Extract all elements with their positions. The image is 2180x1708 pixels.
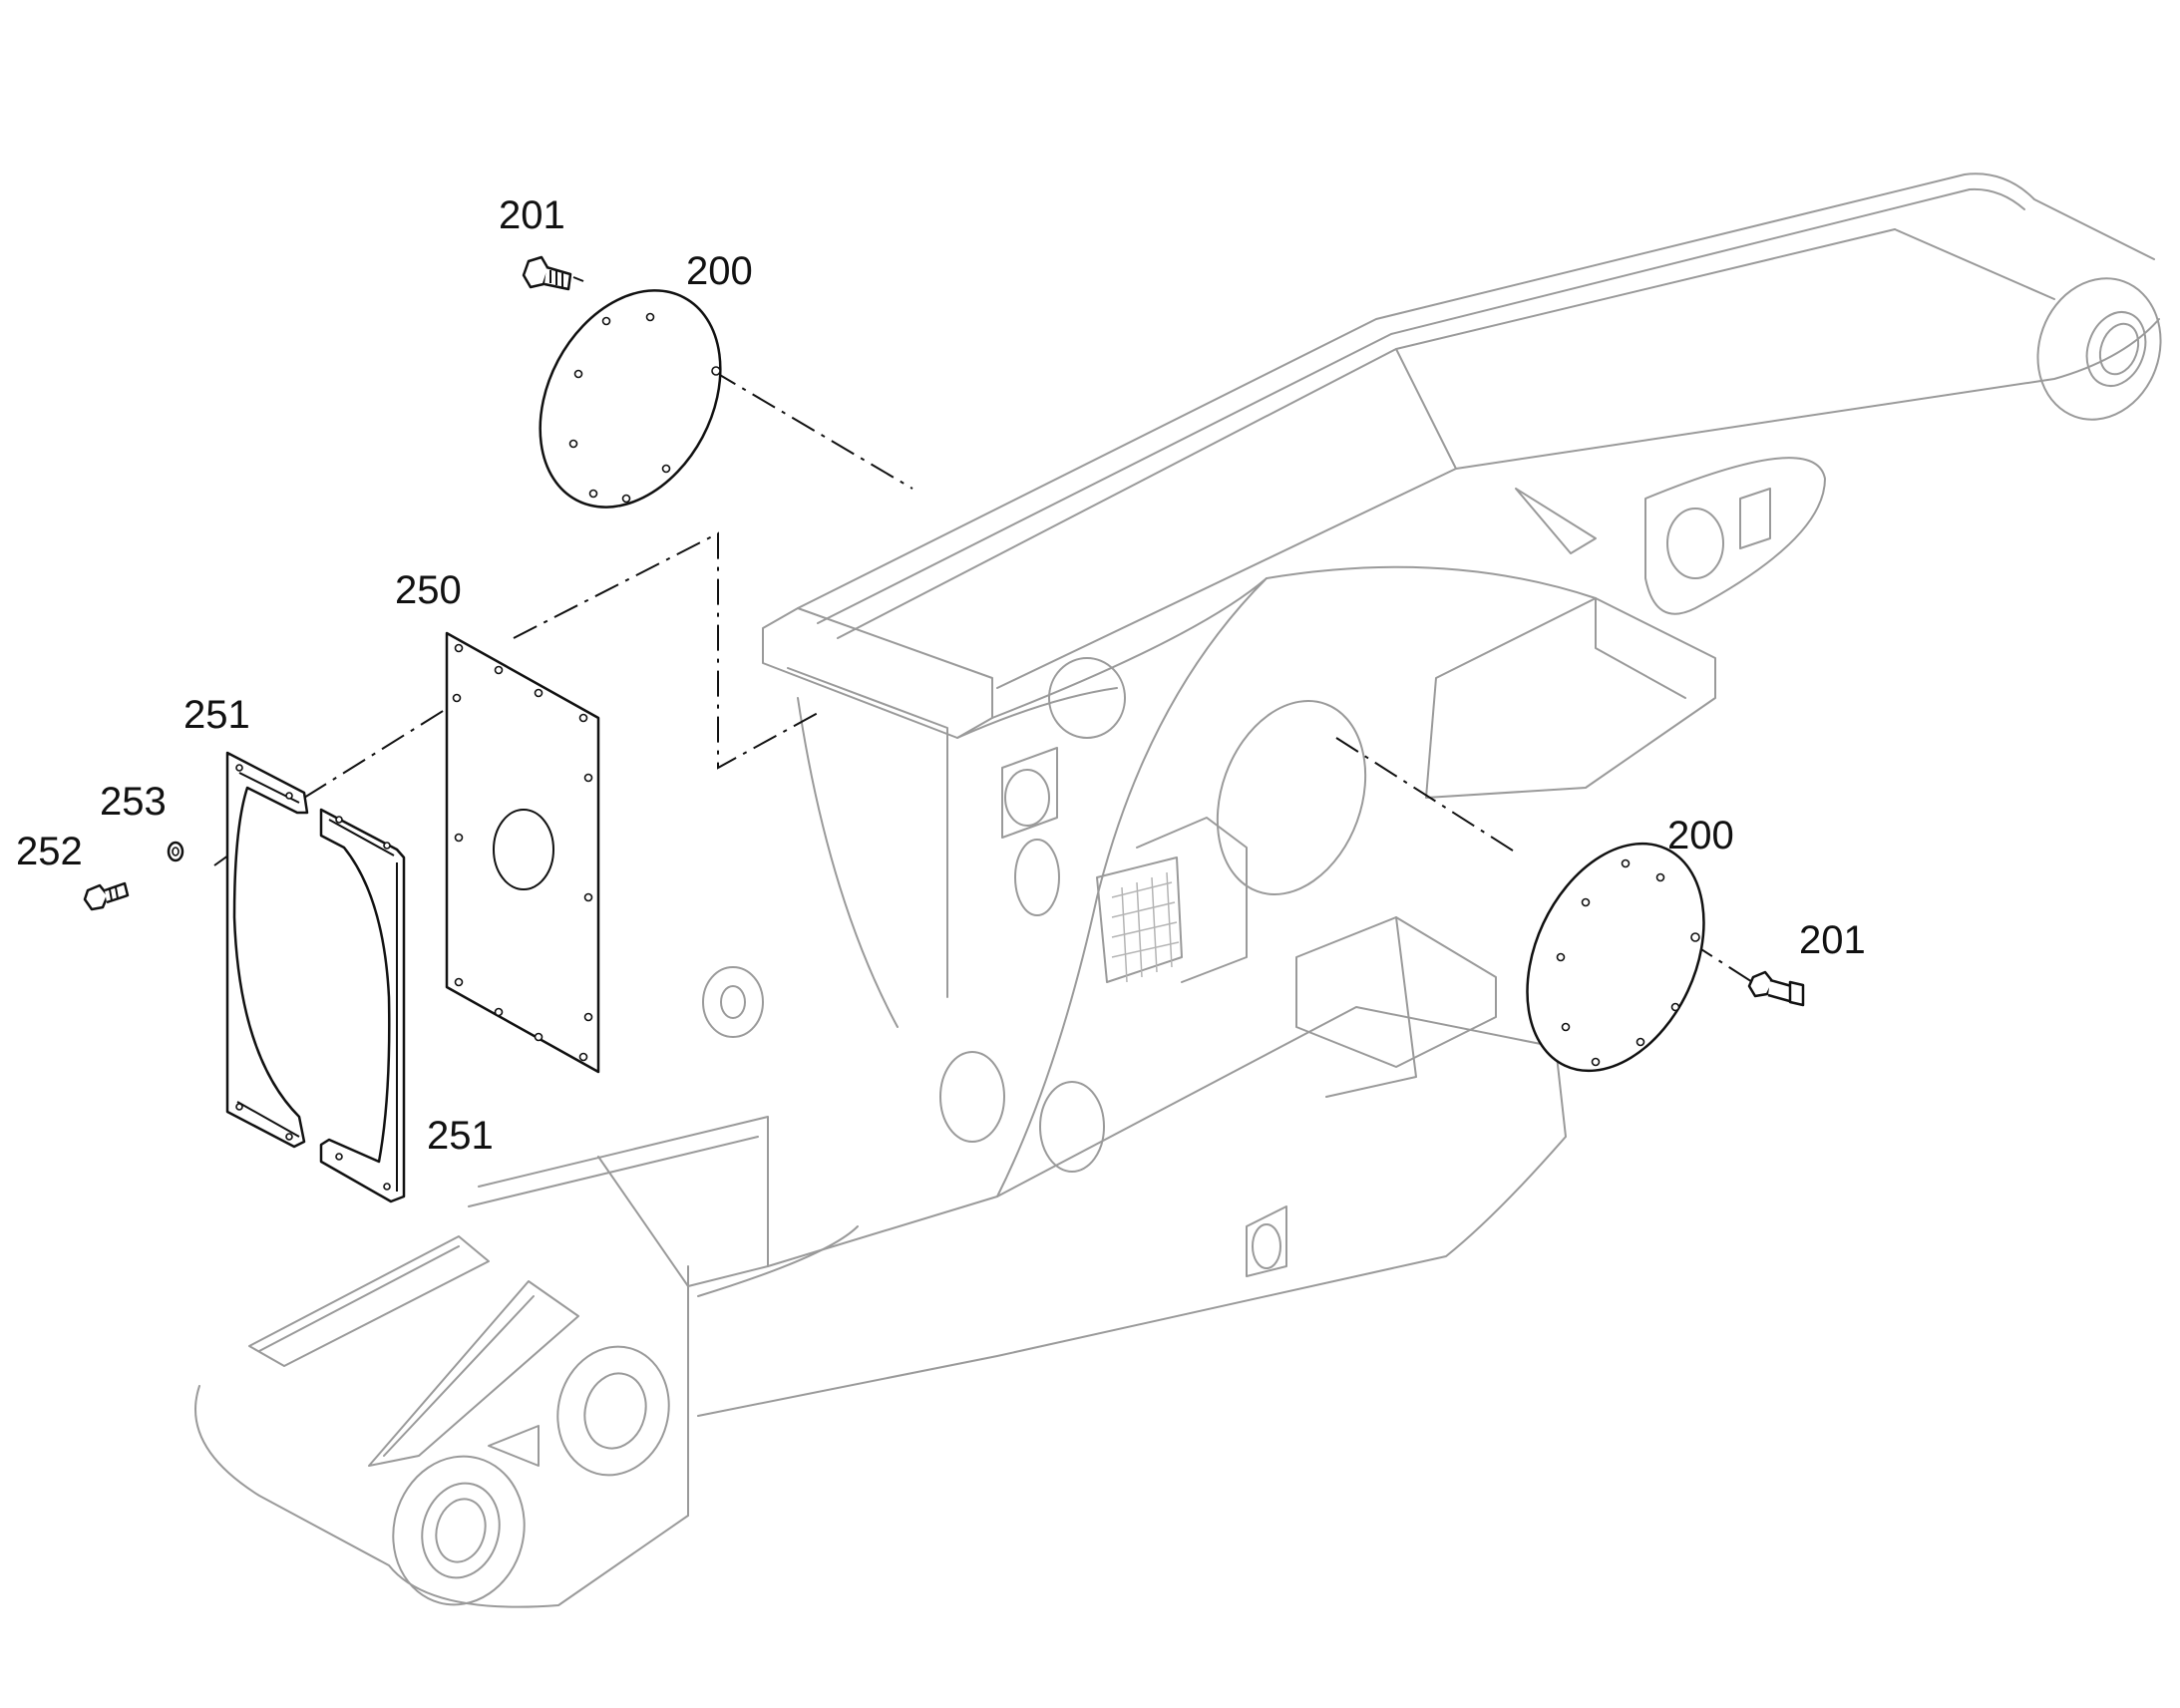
boom-frame [194,172,2162,1608]
callout-250: 250 [395,568,462,612]
callout-251-bottom: 251 [427,1114,494,1158]
bolt-201-top [522,255,572,291]
callout-201-right: 201 [1799,918,1866,962]
leader-lines [213,276,1761,988]
callout-200-right: 200 [1667,814,1734,857]
callout-201-top: 201 [499,193,565,237]
access-plate-250 [445,631,600,1074]
callout-251-top: 251 [183,693,250,737]
seal-half-251-right [319,808,406,1203]
washer-253 [167,841,184,862]
bolt-252 [83,881,130,911]
bolt-201-right [1747,970,1805,1007]
callout-200-top: 200 [686,249,753,293]
callout-253: 253 [100,780,167,824]
cover-plate-200-top [539,289,722,509]
callout-252: 252 [16,830,83,873]
cover-plate-200-right [1526,842,1705,1073]
seal-half-251-left [225,751,309,1149]
